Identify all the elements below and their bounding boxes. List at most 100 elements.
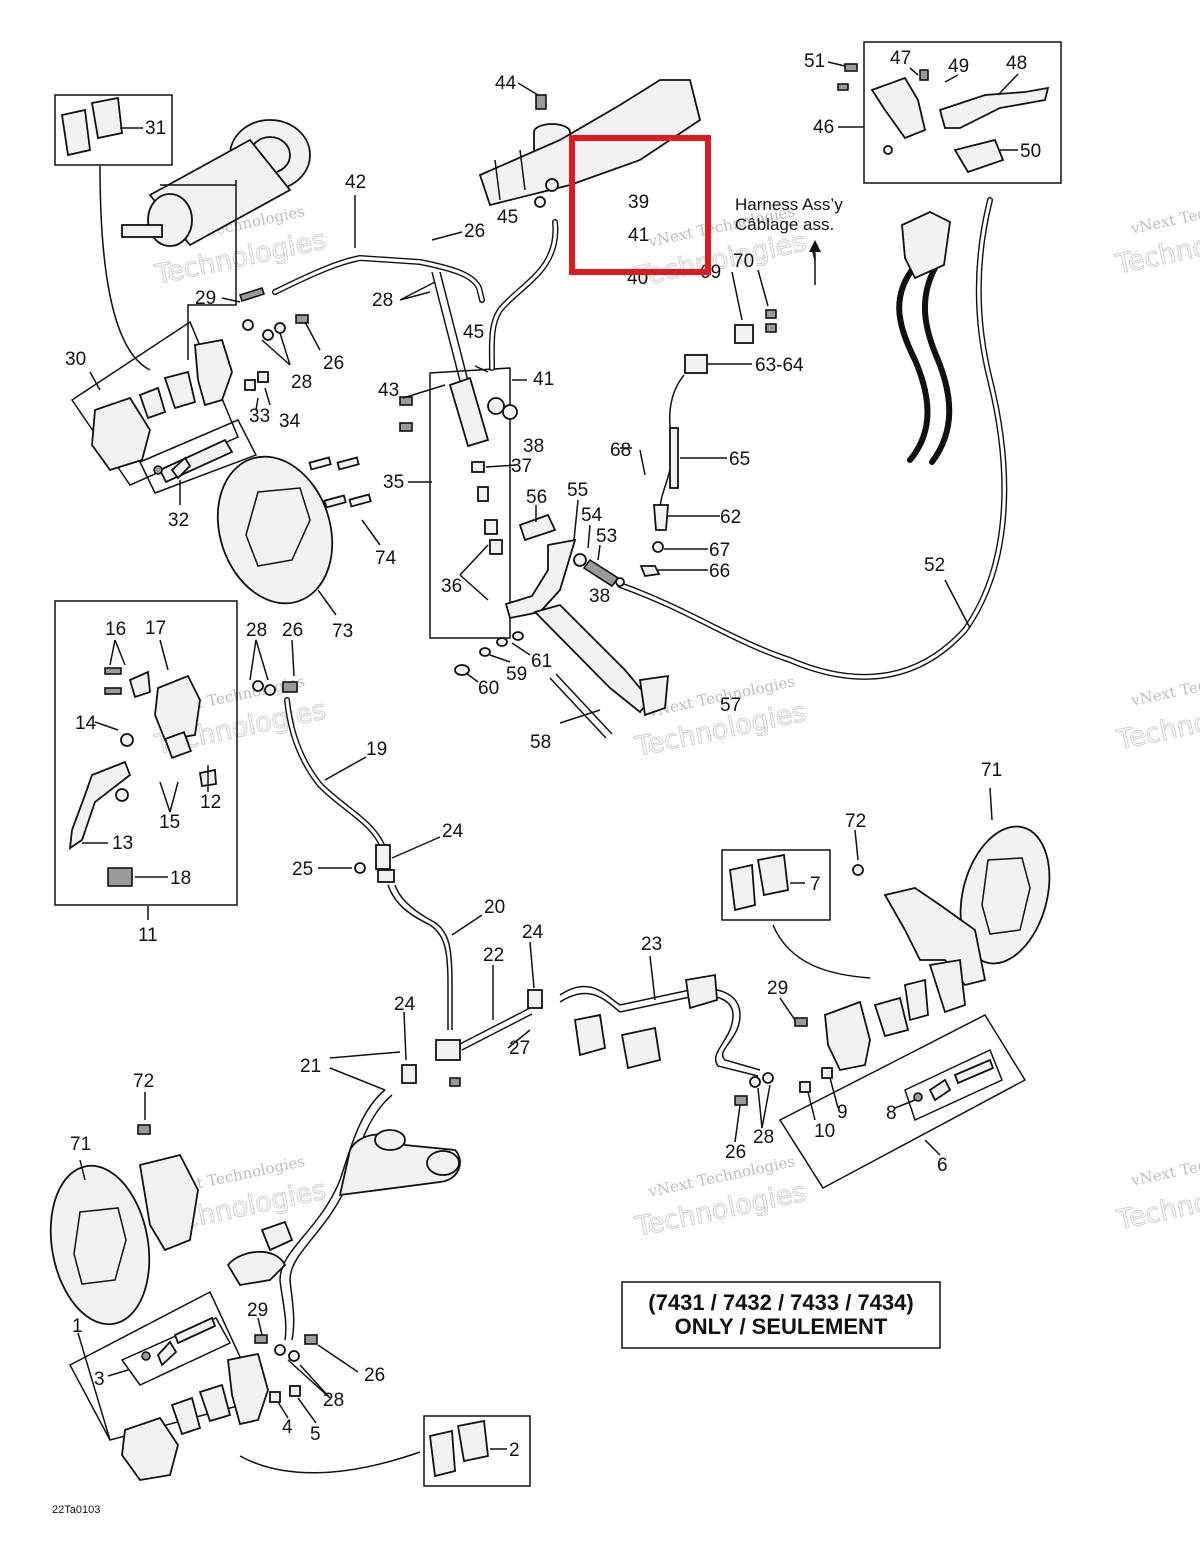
model-note-line1: (7431 / 7432 / 7433 / 7434)	[648, 1290, 913, 1315]
callout-70: 70	[733, 251, 754, 272]
callout-33: 33	[249, 406, 270, 427]
callout-43: 43	[378, 380, 399, 401]
callout-68: 68	[610, 440, 631, 461]
callout-6: 6	[937, 1155, 948, 1176]
callout-31: 31	[145, 118, 166, 139]
brake-disc-71-right	[959, 825, 1051, 965]
arrow-up-icon	[809, 240, 821, 252]
inset-box-7	[721, 849, 831, 921]
callout-16: 16	[105, 619, 126, 640]
callout-29: 29	[247, 1300, 268, 1321]
harness-note-line1: Harness Ass’y	[735, 195, 843, 214]
highlight-box	[569, 135, 711, 275]
callout-20: 20	[484, 897, 505, 918]
callout-17: 17	[145, 618, 166, 639]
model-note-line2: ONLY / SEULEMENT	[675, 1314, 888, 1339]
callout-38: 38	[589, 586, 610, 607]
callout-8: 8	[886, 1103, 897, 1124]
callout-numbers: 31 30 32 33 34 29 28 26 42 26 28 44 45 3…	[65, 48, 1041, 1461]
inset-box-32	[138, 419, 258, 494]
watermark-text: vNext Tec	[1129, 676, 1200, 710]
callout-28: 28	[753, 1127, 774, 1148]
callout-57: 57	[720, 695, 741, 716]
watermark-text: Technol	[1112, 229, 1200, 281]
callout-28: 28	[323, 1390, 344, 1411]
inset-box-11	[54, 600, 238, 906]
callout-26: 26	[282, 620, 303, 641]
drum-assembly	[121, 119, 311, 360]
inset-box-46	[863, 41, 1062, 184]
callout-61: 61	[531, 651, 552, 672]
callout-42: 42	[345, 172, 366, 193]
callout-24: 24	[442, 821, 464, 842]
callout-51: 51	[804, 51, 825, 72]
callout-73: 73	[332, 621, 353, 642]
callout-65: 65	[729, 449, 750, 470]
callout-23: 23	[641, 934, 662, 955]
figure-code: 22Ta0103	[52, 1504, 100, 1516]
callout-4: 4	[282, 1417, 293, 1438]
callout-44: 44	[495, 73, 517, 94]
callout-13: 13	[112, 833, 133, 854]
callout-21: 21	[300, 1056, 321, 1077]
notes: Harness Ass’y Câblage ass. (7431 / 7432 …	[52, 195, 914, 1516]
brake-pad-icon	[60, 96, 789, 1478]
callout-58: 58	[530, 732, 551, 753]
inset-box-8	[904, 1048, 1003, 1122]
callout-22: 22	[483, 945, 504, 966]
callout-74: 74	[375, 548, 397, 569]
callout-26: 26	[323, 353, 344, 374]
callout-47: 47	[890, 48, 911, 69]
callout-12: 12	[200, 792, 221, 813]
leader-lines	[77, 61, 1019, 1450]
watermark-text: Technol	[1113, 705, 1200, 757]
callout-60: 60	[478, 678, 499, 699]
reservoir	[478, 79, 702, 208]
callout-18: 18	[170, 868, 191, 889]
callout-46: 46	[813, 117, 834, 138]
callout-15: 15	[159, 812, 180, 833]
callout-30: 30	[65, 349, 86, 370]
callout-53: 53	[596, 526, 617, 547]
callout-45: 45	[497, 207, 518, 228]
callout-14: 14	[75, 713, 97, 734]
callout-28: 28	[246, 620, 267, 641]
callout-34: 34	[279, 411, 301, 432]
callout-10: 10	[814, 1121, 835, 1142]
callout-50: 50	[1020, 141, 1041, 162]
inset-box-2	[423, 1415, 531, 1487]
callout-67: 67	[709, 540, 730, 561]
callout-56: 56	[526, 487, 547, 508]
callout-25: 25	[292, 859, 313, 880]
callout-7: 7	[810, 874, 821, 895]
callout-24: 24	[522, 922, 544, 943]
brake-disc-73	[216, 455, 334, 605]
callout-59: 59	[506, 664, 527, 685]
callout-62: 62	[720, 507, 741, 528]
callout-26: 26	[464, 221, 485, 242]
callout-36: 36	[441, 576, 462, 597]
watermarks: vNext Technologies Technologies vNext Te…	[151, 202, 1200, 1244]
callout-37: 37	[511, 456, 532, 477]
brake-disc-71-left	[49, 1164, 151, 1326]
callout-29: 29	[195, 288, 216, 309]
part-shapes	[49, 63, 1051, 1481]
inset-box-31	[54, 94, 173, 166]
callout-27: 27	[509, 1038, 530, 1059]
callout-54: 54	[581, 505, 603, 526]
callout-72: 72	[845, 811, 866, 832]
callout-9: 9	[837, 1102, 848, 1123]
callout-72: 72	[133, 1071, 154, 1092]
callout-28: 28	[372, 290, 393, 311]
callout-1: 1	[72, 1316, 83, 1337]
callout-39: 39	[628, 192, 649, 213]
watermark-text: Technol	[1113, 1185, 1200, 1237]
watermark-text: vNext Tec	[1129, 1156, 1200, 1190]
callout-3: 3	[94, 1369, 105, 1390]
callout-41: 41	[628, 225, 649, 246]
callout-52: 52	[924, 555, 945, 576]
callout-45: 45	[463, 322, 484, 343]
callout-66: 66	[709, 561, 730, 582]
callout-41: 41	[533, 369, 554, 390]
